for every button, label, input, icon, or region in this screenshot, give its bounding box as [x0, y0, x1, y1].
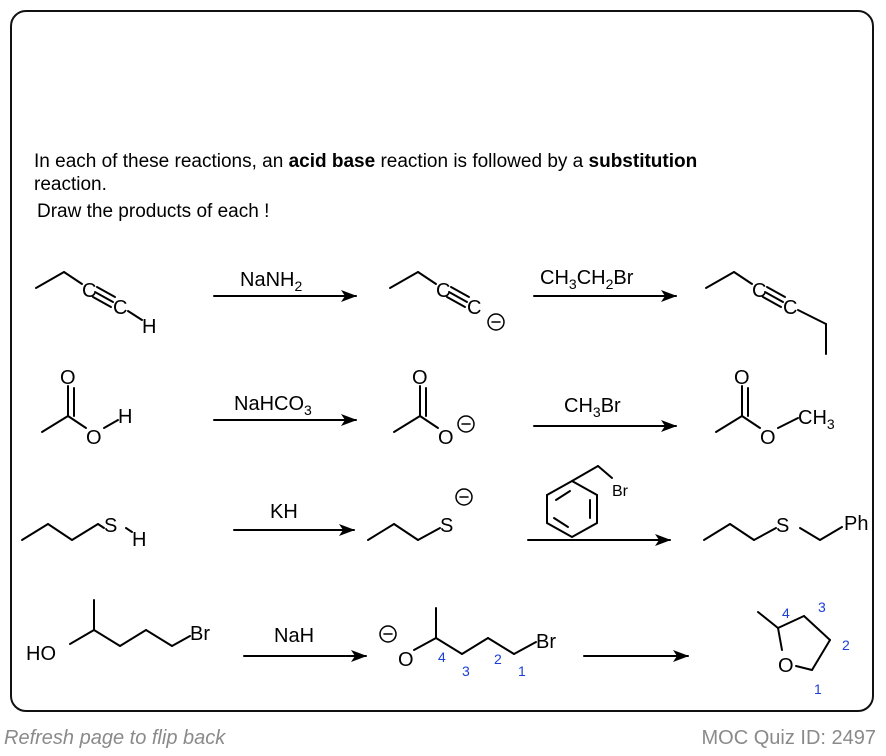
row2-intermediate-acetate [393, 385, 475, 433]
row1-reactant-butyne [35, 271, 143, 321]
atom-C: C [113, 297, 127, 319]
row3-intermediate-thiolate [367, 488, 473, 541]
atom-C: C [752, 280, 766, 302]
row1-product-hexyne [705, 271, 827, 355]
atom-Br: Br [612, 483, 629, 500]
atom-O: O [412, 367, 428, 389]
reagent-ethyl-bromide: CH3CH2Br [540, 267, 634, 292]
ring-number-4: 4 [782, 605, 790, 621]
carbon-number-4: 4 [438, 649, 446, 665]
atom-O: O [86, 427, 102, 449]
atom-O: O [734, 367, 750, 389]
atom-O: O [60, 367, 76, 389]
atom-O: O [760, 427, 776, 449]
carbon-number-2: 2 [494, 651, 502, 667]
phenyl-group: Ph [844, 513, 868, 535]
row2-reactant-acetic-acid [41, 385, 119, 433]
atom-S: S [104, 515, 117, 537]
reagent-nah: NaH [274, 625, 314, 647]
ring-number-2: 2 [842, 637, 850, 653]
row2-product-methyl-acetate [715, 385, 799, 433]
reagent-nahco3: NaHCO3 [234, 393, 312, 418]
row3-product-benzyl-sulfide [703, 523, 843, 541]
atom-O: O [438, 427, 454, 449]
intro-bold-acid-base: acid base [288, 151, 376, 172]
row4-intermediate-alkoxide [379, 607, 537, 655]
intro-text-1: In each of these reactions, an [34, 151, 289, 172]
atom-H: H [132, 529, 146, 551]
row4-product-tetrahydrofuran [757, 611, 831, 671]
intro-text-3: reaction. [34, 174, 107, 195]
atom-C: C [436, 280, 450, 302]
row1-intermediate-acetylide [389, 271, 505, 331]
atom-Br: Br [536, 631, 556, 653]
row3-reactant-propanethiol [21, 523, 133, 541]
atom-O: O [778, 655, 794, 677]
refresh-hint: Refresh page to flip back [4, 727, 226, 749]
atom-C: C [82, 280, 96, 302]
reagent-kh: KH [270, 501, 298, 523]
atom-O: O [398, 649, 414, 671]
hydroxyl-group: HO [26, 643, 56, 665]
carbon-number-3: 3 [462, 663, 470, 679]
quiz-id: MOC Quiz ID: 2497 [701, 727, 876, 749]
carbon-number-1: 1 [518, 663, 526, 679]
benzyl-bromide-reagent [546, 465, 613, 539]
instructions-line-2: Draw the products of each ! [37, 201, 270, 222]
row4-reactant-bromo-alcohol [69, 599, 191, 647]
atom-C: C [783, 297, 797, 319]
atom-Br: Br [190, 623, 210, 645]
atom-H: H [142, 316, 156, 338]
atom-S: S [440, 515, 453, 537]
quiz-card [10, 10, 874, 712]
intro-bold-substitution: substitution [588, 151, 698, 172]
atom-C: C [467, 297, 481, 319]
intro-text-2: reaction is followed by a [375, 151, 589, 172]
reagent-methyl-bromide: CH3Br [564, 395, 621, 420]
methyl-group: CH3 [798, 407, 835, 432]
instructions: In each of these reactions, an acid base… [34, 150, 834, 223]
instructions-line-1: In each of these reactions, an acid base… [34, 150, 834, 173]
ring-number-3: 3 [818, 599, 826, 615]
atom-S: S [776, 515, 789, 537]
atom-H: H [118, 406, 132, 428]
reagent-nanh2: NaNH2 [240, 269, 302, 294]
ring-number-1: 1 [814, 681, 822, 697]
